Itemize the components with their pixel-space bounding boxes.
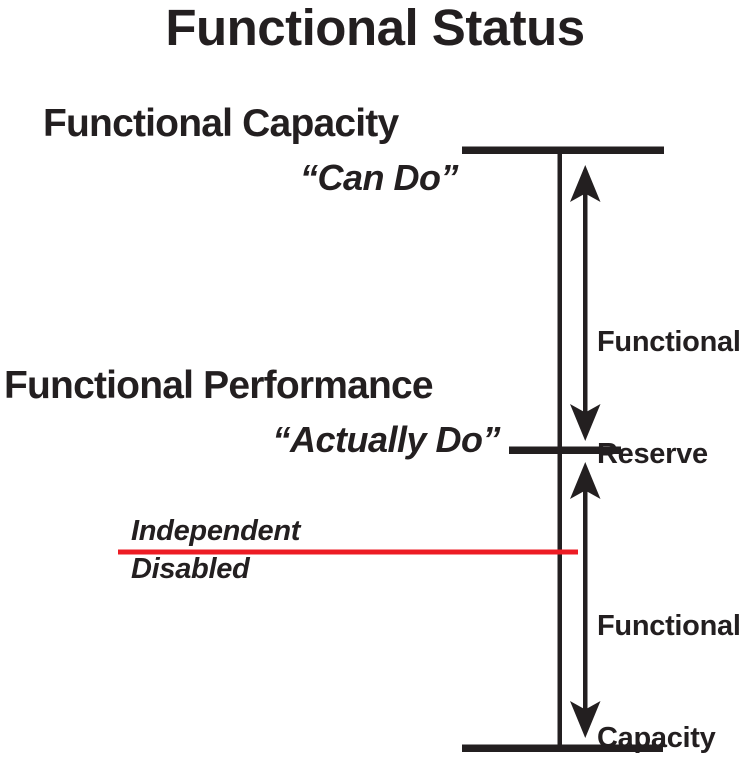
vertical-axis-line <box>557 150 562 748</box>
functional-capacity-utilization-label-line2: Capacity <box>597 721 716 754</box>
functional-reserve-arrow <box>570 165 601 441</box>
functional-performance-bar <box>509 446 621 454</box>
functional-capacity-utilization-arrow <box>570 462 601 738</box>
disabled-label: Disabled <box>131 553 250 585</box>
functional-capacity-bar <box>462 146 664 154</box>
functional-performance-label: Functional Performance <box>4 364 434 407</box>
independence-threshold-line <box>118 549 578 555</box>
functional-reserve-label-line2: Reserve <box>597 437 708 470</box>
functional-capacity-utilization-label: Functional Capacity Utilization <box>597 534 749 762</box>
page-title: Functional Status <box>165 0 585 56</box>
independent-label: Independent <box>131 515 301 547</box>
baseline-bar <box>462 744 663 752</box>
functional-reserve-label-line1: Functional <box>597 326 741 359</box>
functional-performance-sublabel: “Actually Do” <box>272 419 500 460</box>
functional-capacity-sublabel: “Can Do” <box>300 157 459 198</box>
functional-capacity-utilization-label-line1: Functional <box>597 610 741 643</box>
functional-reserve-label: Functional Reserve <box>597 250 747 547</box>
functional-capacity-label: Functional Capacity <box>43 102 399 145</box>
